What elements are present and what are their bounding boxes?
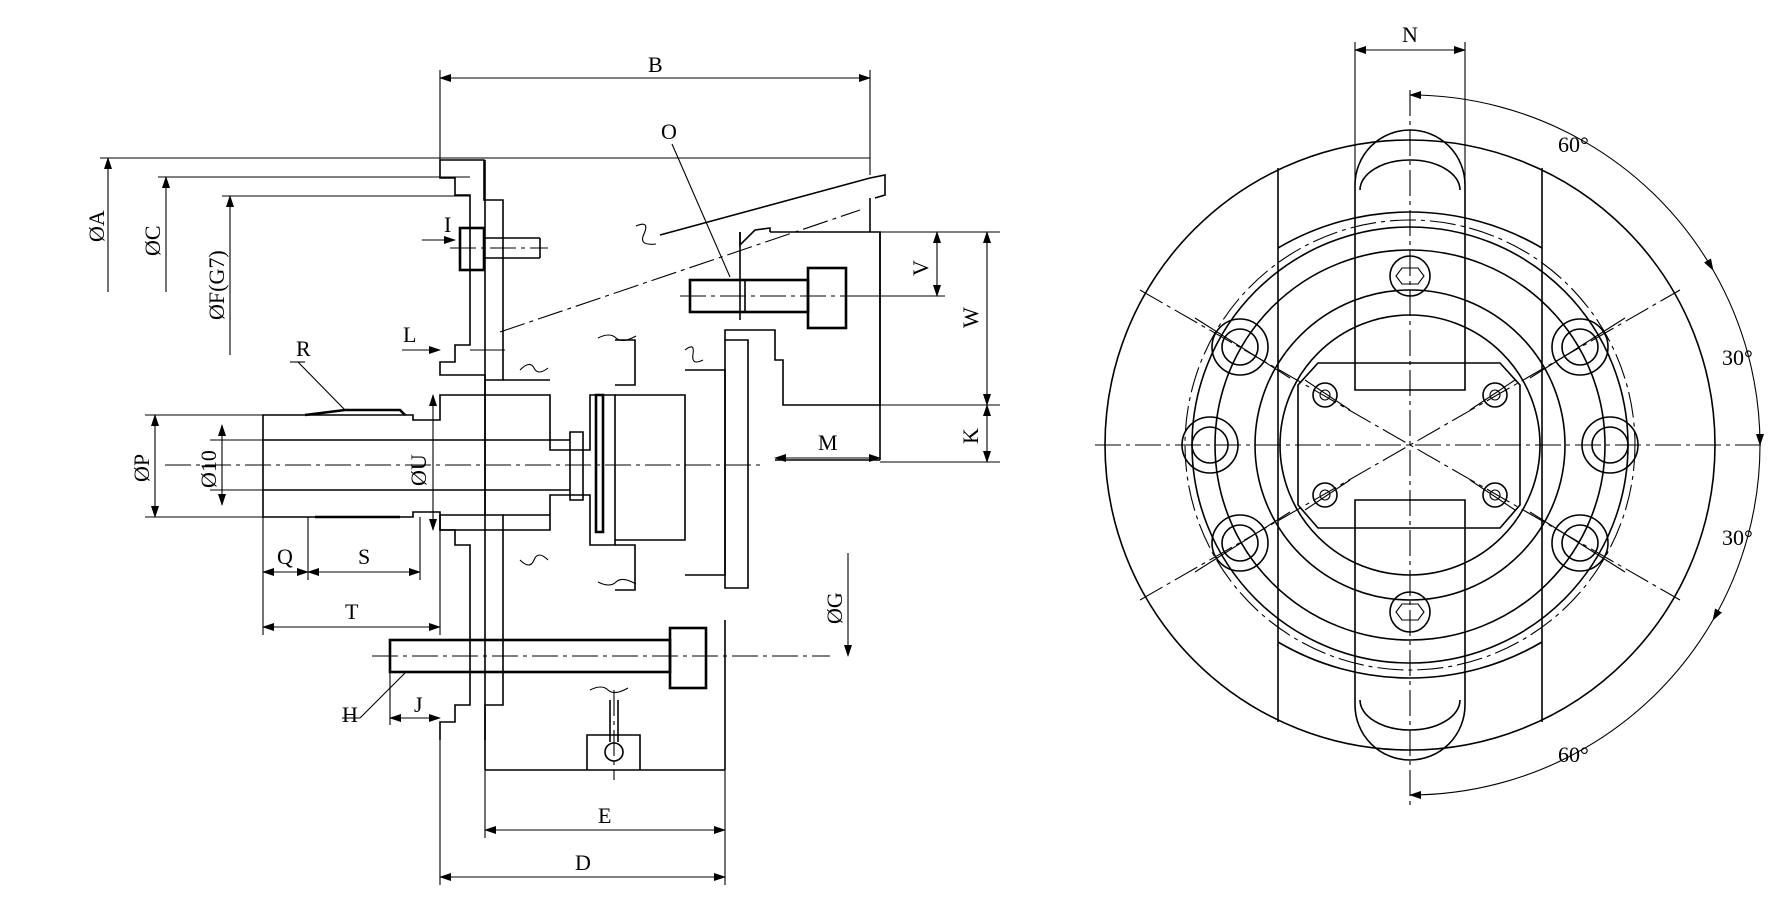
plate-screw (1469, 379, 1516, 411)
bottom-jaw (1354, 499, 1466, 761)
label-W: W (958, 307, 983, 328)
leader-H (359, 671, 407, 719)
label-J: J (414, 692, 423, 717)
piston-flange (685, 369, 726, 576)
label-I: I (444, 212, 451, 237)
label-S: S (358, 544, 370, 569)
label-K: K (958, 428, 983, 444)
side-view: B O ØA ØC ØF(G7) I L V W (84, 52, 1000, 885)
label-Q: Q (277, 544, 293, 569)
label-H: H (342, 702, 358, 727)
label-angle-60-bottom: 60° (1558, 742, 1589, 767)
bolt-head-top (458, 226, 486, 272)
lever-centerline (499, 209, 861, 333)
body-outline (439, 159, 504, 740)
label-angle-60-top: 60° (1558, 132, 1589, 157)
label-M: M (818, 430, 838, 455)
mounting-hole (1194, 317, 1291, 379)
front-centerline-diag (1139, 289, 1681, 601)
front-view: N 60° 30° 30° 60° (1095, 22, 1765, 805)
bolt-long-head (668, 626, 708, 690)
plate-screw (1469, 479, 1516, 511)
plate-screw (1304, 379, 1351, 411)
piston-tab (615, 339, 636, 386)
body-outline-lower (484, 514, 504, 740)
label-O: O (661, 119, 677, 144)
spindle (262, 394, 616, 546)
label-N: N (1402, 22, 1418, 47)
mounting-hole (1529, 317, 1626, 379)
label-R: R (296, 336, 311, 361)
bolt-shank-O (688, 278, 810, 314)
label-D: D (575, 850, 591, 875)
break-mark (684, 346, 704, 363)
break-mark (519, 363, 549, 373)
label-E: E (598, 803, 611, 828)
angle-arc-30-upper (1712, 269, 1764, 446)
piston (615, 394, 686, 541)
spindle-hub (569, 431, 584, 501)
label-G: ØG (822, 592, 847, 624)
angle-arc-60-top (1409, 91, 1714, 271)
label-F: ØF(G7) (204, 250, 229, 320)
break-mark (597, 578, 637, 586)
bottom-jaw-lip (1359, 699, 1461, 731)
mounting-hole (1194, 511, 1291, 573)
label-angle-30-upper: 30° (1722, 345, 1753, 370)
break-mark (597, 334, 637, 342)
mounting-hole (1529, 511, 1626, 573)
lever-top (659, 174, 886, 236)
label-B: B (648, 52, 663, 77)
flange (724, 339, 749, 589)
label-P: ØP (129, 454, 154, 482)
label-T: T (345, 599, 359, 624)
label-angle-30-lower: 30° (1722, 525, 1753, 550)
leader-R (297, 361, 346, 411)
label-C: ØC (140, 225, 165, 256)
jaw-top (739, 227, 771, 247)
knurl (304, 408, 406, 417)
spindle-hub (594, 393, 605, 534)
center-plate (1297, 362, 1521, 529)
bolt-head-O (806, 266, 848, 330)
label-L: L (403, 322, 416, 347)
label-A: ØA (84, 210, 109, 242)
angle-arc-60-bottom (1409, 619, 1714, 799)
piston-tab (615, 544, 636, 591)
break-mark (635, 223, 657, 245)
bottom-jaw-hex (1395, 603, 1425, 621)
label-V: V (908, 260, 933, 276)
plate-screw (1304, 479, 1351, 511)
angle-arc-30-lower (1712, 444, 1761, 621)
label-U: ØU (406, 454, 431, 486)
slot-arc (1277, 641, 1543, 679)
leader-O (671, 143, 731, 278)
break-mark (519, 554, 549, 566)
break-mark (589, 686, 629, 694)
label-10: Ø10 (196, 450, 221, 488)
